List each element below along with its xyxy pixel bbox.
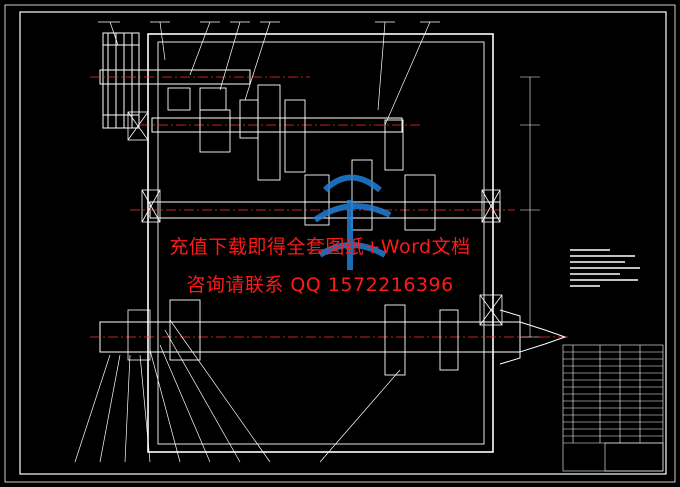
bearings [127, 111, 503, 361]
callout-leaders [74, 21, 440, 463]
promo-line-1: 充值下载即得全套图纸+Word文档 [169, 236, 471, 258]
input-pulley [102, 32, 140, 129]
output-spindle [90, 309, 570, 365]
dimension-lines [520, 76, 540, 338]
technical-notes [570, 249, 640, 287]
gearbox-housing [147, 33, 494, 453]
drawing-border [4, 4, 676, 483]
promo-line-2: 咨询请联系 QQ 1572216396 [186, 274, 454, 296]
cloud-watermark-icon [313, 174, 392, 270]
input-shaft [90, 69, 310, 85]
parts-list-table [562, 344, 664, 472]
gear-set [167, 84, 459, 376]
